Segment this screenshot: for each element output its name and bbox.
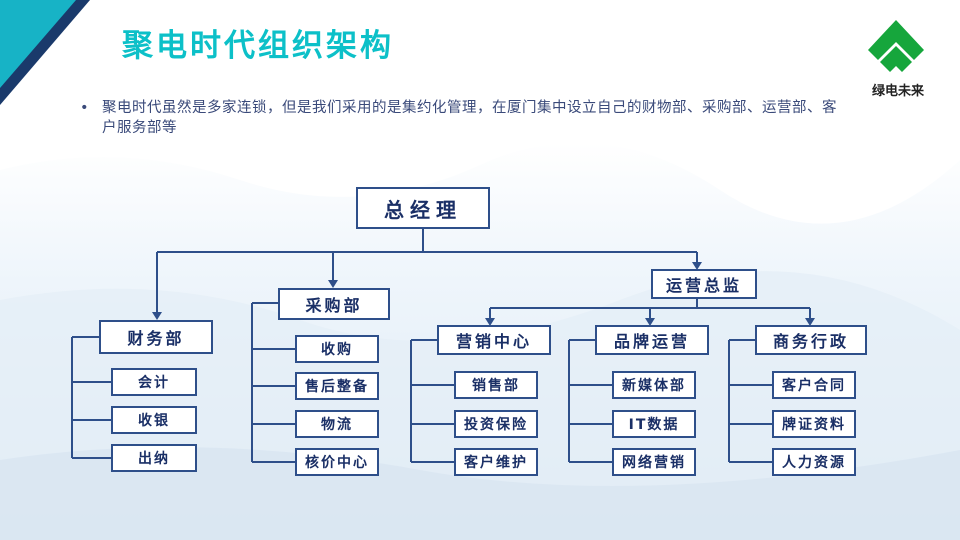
node-purchase-logistics: 物流 [295,410,379,438]
node-finance-teller: 出纳 [111,444,197,472]
node-marketing: 营销中心 [437,325,551,355]
arrowhead-finance-icon [152,312,162,320]
intro-bullet: • 聚电时代虽然是多家连锁，但是我们采用的是集约化管理，在厦门集中设立自己的财物… [80,98,840,138]
logo-icon [868,20,924,72]
node-brand-online-marketing: 网络营销 [612,448,696,476]
node-finance: 财务部 [99,320,213,354]
corner-ribbon-teal [0,0,76,88]
node-ceo: 总经理 [356,187,490,229]
node-admin-hr: 人力资源 [772,448,856,476]
node-purchase: 采购部 [278,288,390,320]
bullet-dot-icon: • [80,100,90,116]
node-brand-new-media: 新媒体部 [612,371,696,399]
arrowhead-purchase-icon [328,280,338,288]
page-title: 聚电时代组织架构 [122,28,394,64]
node-marketing-sales: 销售部 [454,371,538,399]
node-admin: 商务行政 [755,325,867,355]
node-brand-it-data: IT数据 [612,410,696,438]
arrowhead-brand-icon [645,318,655,326]
node-marketing-retention: 客户维护 [454,448,538,476]
node-purchase-pricing: 核价中心 [295,448,379,476]
node-ops-director: 运营总监 [651,269,757,299]
logo-text: 绿电未来 [871,84,924,99]
node-purchase-reconditioning: 售后整备 [295,372,379,400]
node-finance-cashier: 收银 [111,406,197,434]
node-finance-accounting: 会计 [111,368,197,396]
node-purchase-acquisition: 收购 [295,335,379,363]
arrowhead-marketing-icon [485,318,495,326]
arrowhead-ops-icon [692,262,702,270]
node-marketing-insurance: 投资保险 [454,410,538,438]
node-admin-licenses: 牌证资料 [772,410,856,438]
arrowhead-admin-icon [805,318,815,326]
node-brand: 品牌运营 [595,325,709,355]
node-admin-contracts: 客户合同 [772,371,856,399]
intro-text: 聚电时代虽然是多家连锁，但是我们采用的是集约化管理，在厦门集中设立自己的财物部、… [102,100,837,136]
